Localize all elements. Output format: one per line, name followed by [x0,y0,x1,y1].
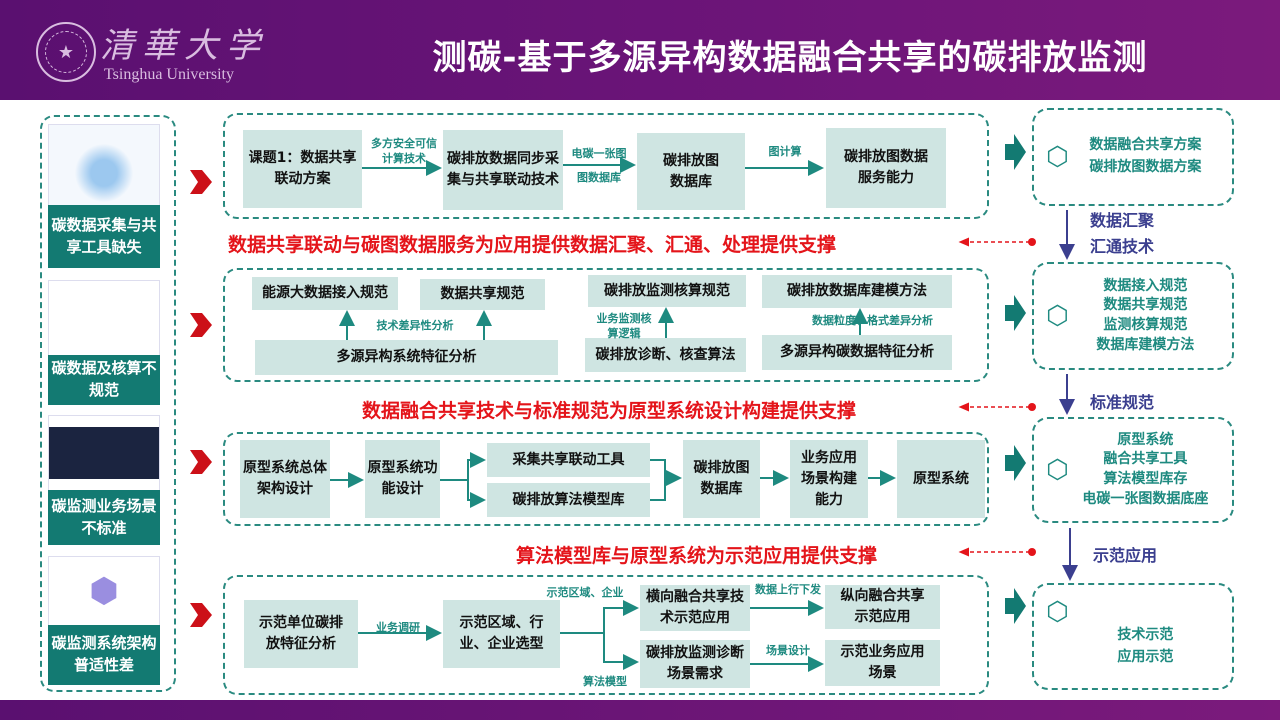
outcome-box-1: ⬡ 数据融合共享方案碳排放图数据方案 [1032,108,1234,206]
outcome-item: 碳排放图数据方案 [1089,159,1202,175]
logo-english: Tsinghua University [104,66,234,83]
row4-node-6: 示范业务应用场景 [825,640,940,686]
row1-label-2: 电碳一张图 [571,147,627,160]
outcome-item: 数据库建模方法 [1096,336,1195,353]
outcome-box-4: ⬡ 技术示范应用示范 [1032,583,1234,690]
row1-node-1: 课题1：数据共享联动方案 [243,130,362,208]
header-bar [0,0,1280,100]
red-chevron-arrows [190,170,212,627]
flow-label-line: 数据汇聚 [1090,211,1155,230]
cube-icon: ⬡ [1046,455,1069,485]
row2-node-3: 碳排放监测核算规范 [588,275,746,307]
row4-node-3: 横向融合共享技术示范应用 [640,585,750,631]
row3-node-4: 碳排放算法模型库 [487,483,650,517]
row3-panel [223,432,989,526]
row2-node-5: 多源异构系统特征分析 [255,340,558,375]
outcome-item: 算法模型库存 [1103,471,1188,487]
cube-icon: ⬡ [1046,142,1069,172]
row2-label-3: 数据粒度、格式差异分析 [812,314,933,327]
row4-label-5: 场景设计 [766,644,810,657]
cube-icon: ⬡ [1046,597,1069,627]
row1-label-4: 图计算 [768,145,802,158]
row1-label-1: 多方安全可信计算技术 [371,137,437,166]
row1-panel [223,113,989,219]
problem-card-1: 碳数据采集与共享工具缺失 [48,205,160,268]
slide-title: 测碳-基于多源异构数据融合共享的碳排放监测 [432,38,1148,78]
logo-chinese: 清華大学 [100,26,268,66]
row1-label-3: 图数据库 [577,171,621,184]
problem-card-2: 碳数据及核算不规范 [48,355,160,405]
row2-label-1: 技术差异性分析 [376,319,454,332]
row4-panel [223,575,989,695]
row4-node-5: 纵向融合共享示范应用 [825,585,940,629]
flow-label-1: 数据汇聚汇通技术 [1090,208,1154,259]
tsinghua-seal-logo: ★ [36,22,96,82]
architecture-cubes-icon: ⬢ [48,556,160,626]
row4-label-1: 业务调研 [376,621,420,634]
support-statement-1: 数据共享联动与碳图数据服务为应用提供数据汇聚、汇通、处理提供支撑 [228,234,837,256]
row4-label-3: 算法模型 [583,675,627,688]
outcome-item: 数据接入规范 [1103,277,1188,294]
support-statement-2: 数据融合共享技术与标准规范为原型系统设计构建提供支撑 [362,400,857,422]
row2-node-7: 多源异构碳数据特征分析 [762,335,952,370]
row4-label-4: 数据上行下发 [755,583,821,596]
outcome-item: 数据共享规范 [1103,297,1188,314]
row3-node-5: 碳排放图数据库 [683,440,760,518]
row4-node-1: 示范单位碳排放特征分析 [244,600,358,668]
row3-node-2: 原型系统功能设计 [365,440,440,518]
document-image [48,280,160,356]
flow-label-line: 汇通技术 [1090,236,1155,256]
row1-node-4: 碳排放图数据服务能力 [826,128,946,208]
outcome-box-3: ⬡ 原型系统融合共享工具算法模型库存电碳一张图数据底座 [1032,417,1234,523]
row3-node-1: 原型系统总体架构设计 [240,440,330,518]
outcome-item: 数据融合共享方案 [1089,137,1202,154]
outcome-item: 融合共享工具 [1103,451,1188,468]
row2-node-6: 碳排放诊断、核查算法 [585,338,746,372]
row2-node-2: 数据共享规范 [420,279,545,310]
flow-label-3: 示范应用 [1093,546,1158,565]
row2-label-2: 业务监测核算逻辑 [596,312,652,341]
problem-card-4: 碳监测系统架构普适性差 [48,625,160,685]
row3-node-6: 业务应用场景构建能力 [790,440,868,518]
outcome-item: 监测核算规范 [1103,317,1188,333]
outcome-item: 原型系统 [1117,431,1174,448]
outcome-box-2: ⬡ 数据接入规范数据共享规范监测核算规范数据库建模方法 [1032,262,1234,370]
outcome-item: 电碳一张图数据底座 [1082,490,1209,507]
row1-node-3: 碳排放图数据库 [637,133,745,210]
row4-node-4: 碳排放监测诊断场景需求 [640,640,750,688]
problem-card-3: 碳监测业务场景不标准 [48,490,160,545]
outcome-item: 技术示范 [1117,626,1174,643]
teal-block-arrows [1005,134,1026,624]
support-statement-3: 算法模型库与原型系统为示范应用提供支撑 [516,545,878,567]
row2-node-1: 能源大数据接入规范 [252,277,398,310]
row3-node-3: 采集共享联动工具 [487,443,650,477]
problems-panel [40,115,176,692]
row2-node-4: 碳排放数据库建模方法 [762,275,952,308]
flow-label-2: 标准规范 [1090,393,1155,412]
row4-label-2: 示范区域、企业 [546,586,624,599]
footer-bar [0,700,1280,720]
dashboard-image [48,415,160,491]
cube-icon: ⬡ [1046,301,1069,331]
outcome-item: 应用示范 [1117,648,1174,665]
row4-node-2: 示范区域、行业、企业选型 [443,600,560,668]
row1-node-2: 碳排放数据同步采集与共享联动技术 [443,130,563,210]
row2-panel [223,268,989,382]
row3-node-7: 原型系统 [897,440,985,518]
